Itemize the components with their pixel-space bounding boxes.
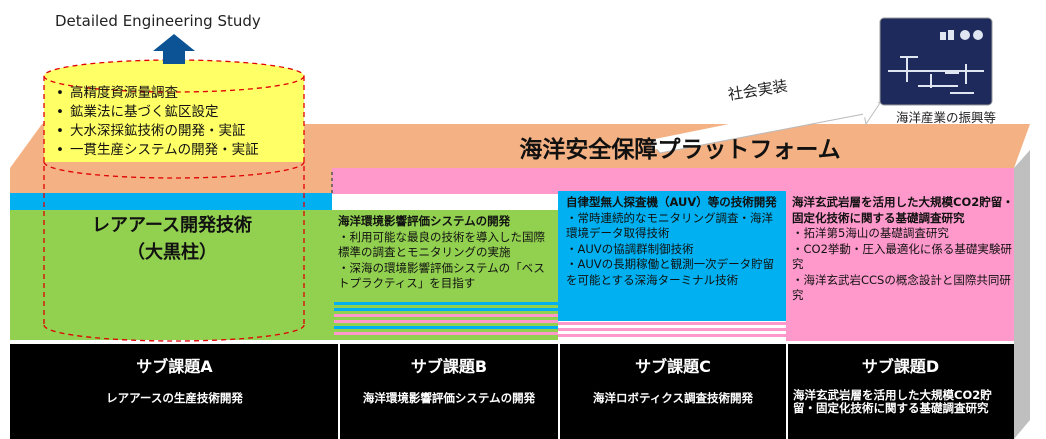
sub-theme-a-desc: レアアースの生産技術開発 <box>106 391 243 405</box>
column-d-heading: 海洋玄武岩層を活用した大規模CO2貯留・固定化技術に関する基礎調査研究 <box>792 195 1014 225</box>
ocean-industry-label: 海洋産業の振興等 <box>895 110 996 125</box>
column-c-stripes <box>558 322 786 337</box>
bullet-item: 一貫生産システムの開発・実証 <box>56 141 259 160</box>
column-b-text: 海洋環境影響評価システムの開発 ・利用可能な最良の技術を導入した国際標準の調査と… <box>338 214 554 292</box>
cylinder-bullet-list: 高精度資源量調査 鉱業法に基づく鉱区設定 大水深採鉱技術の開発・実証 一貫生産シ… <box>50 84 259 160</box>
column-d-bg <box>786 191 1014 341</box>
sub-theme-c-title: サブ課題C <box>635 357 711 376</box>
bullet-item: 大水深採鉱技術の開発・実証 <box>56 122 259 141</box>
sub-theme-d-desc: 海洋玄武岩層を活用した大規模CO2貯留・固定化技術に関する基礎調査研究 <box>793 388 992 415</box>
platform-front-face-pink <box>332 168 1014 194</box>
sub-theme-a-title: サブ課題A <box>136 357 213 376</box>
column-d-item: ・CO2挙動・圧入最適化に係る基礎実験研究 <box>792 241 1012 272</box>
column-a-title: レアアース開発技術 （大黒柱） <box>10 212 334 266</box>
up-arrow-icon <box>153 34 195 64</box>
column-d-item: ・海洋玄武岩CCSの概念設計と国際共同研究 <box>792 272 1011 303</box>
bullet-item: 高精度資源量調査 <box>56 84 259 103</box>
column-c-text: 自律型無人探査機（AUV）等の技術開発 ・常時連続的なモニタリング調査・海洋環境… <box>566 195 784 288</box>
ocean-industry-image <box>879 17 993 106</box>
sub-theme-band <box>10 344 1014 439</box>
sub-theme-d-title: サブ課題D <box>861 357 940 376</box>
column-c-item: ・常時連続的なモニタリング調査・海洋環境データ取得技術 <box>566 210 773 241</box>
column-a-bg <box>10 210 334 340</box>
column-c-item: ・AUVの協調群制御技術 <box>566 241 694 256</box>
column-c-item: ・AUVの長期稼働と観測一次データ貯留を可能とする深海ターミナル技術 <box>566 257 775 287</box>
column-b-stripes <box>334 302 558 335</box>
sub-theme-b-desc: 海洋環境影響評価システムの開発 <box>362 391 536 405</box>
column-a-title-line2: （大黒柱） <box>127 242 217 263</box>
column-b-heading: 海洋環境影響評価システムの開発 <box>338 214 511 228</box>
column-b-bg <box>334 210 558 340</box>
bullet-item: 鉱業法に基づく鉱区設定 <box>56 103 259 122</box>
column-b-item: ・利用可能な最良の技術を導入した国際標準の調査とモニタリングの実施 <box>338 229 545 260</box>
platform-front-face-peach <box>10 168 332 194</box>
column-d-text: 海洋玄武岩層を活用した大規模CO2貯留・固定化技術に関する基礎調査研究 ・拓洋第… <box>792 195 1014 304</box>
sub-theme-b-title: サブ課題B <box>410 357 488 376</box>
sub-theme-c-desc: 海洋ロボティクス調査技術開発 <box>593 391 753 405</box>
detailed-engineering-label: Detailed Engineering Study <box>55 12 261 30</box>
platform-title: 海洋安全保障プラットフォーム <box>519 137 841 163</box>
column-c-heading: 自律型無人探査機（AUV）等の技術開発 <box>566 195 777 209</box>
column-c-bg <box>558 191 786 321</box>
blue-band <box>10 193 332 210</box>
platform-side-face <box>1014 150 1030 439</box>
column-d-item: ・拓洋第5海山の基礎調査研究 <box>792 226 949 240</box>
column-b-item: ・深海の環境影響評価システムの「ベストプラクティス」を目指す <box>338 260 545 291</box>
column-a-title-line1: レアアース開発技術 <box>91 215 253 236</box>
